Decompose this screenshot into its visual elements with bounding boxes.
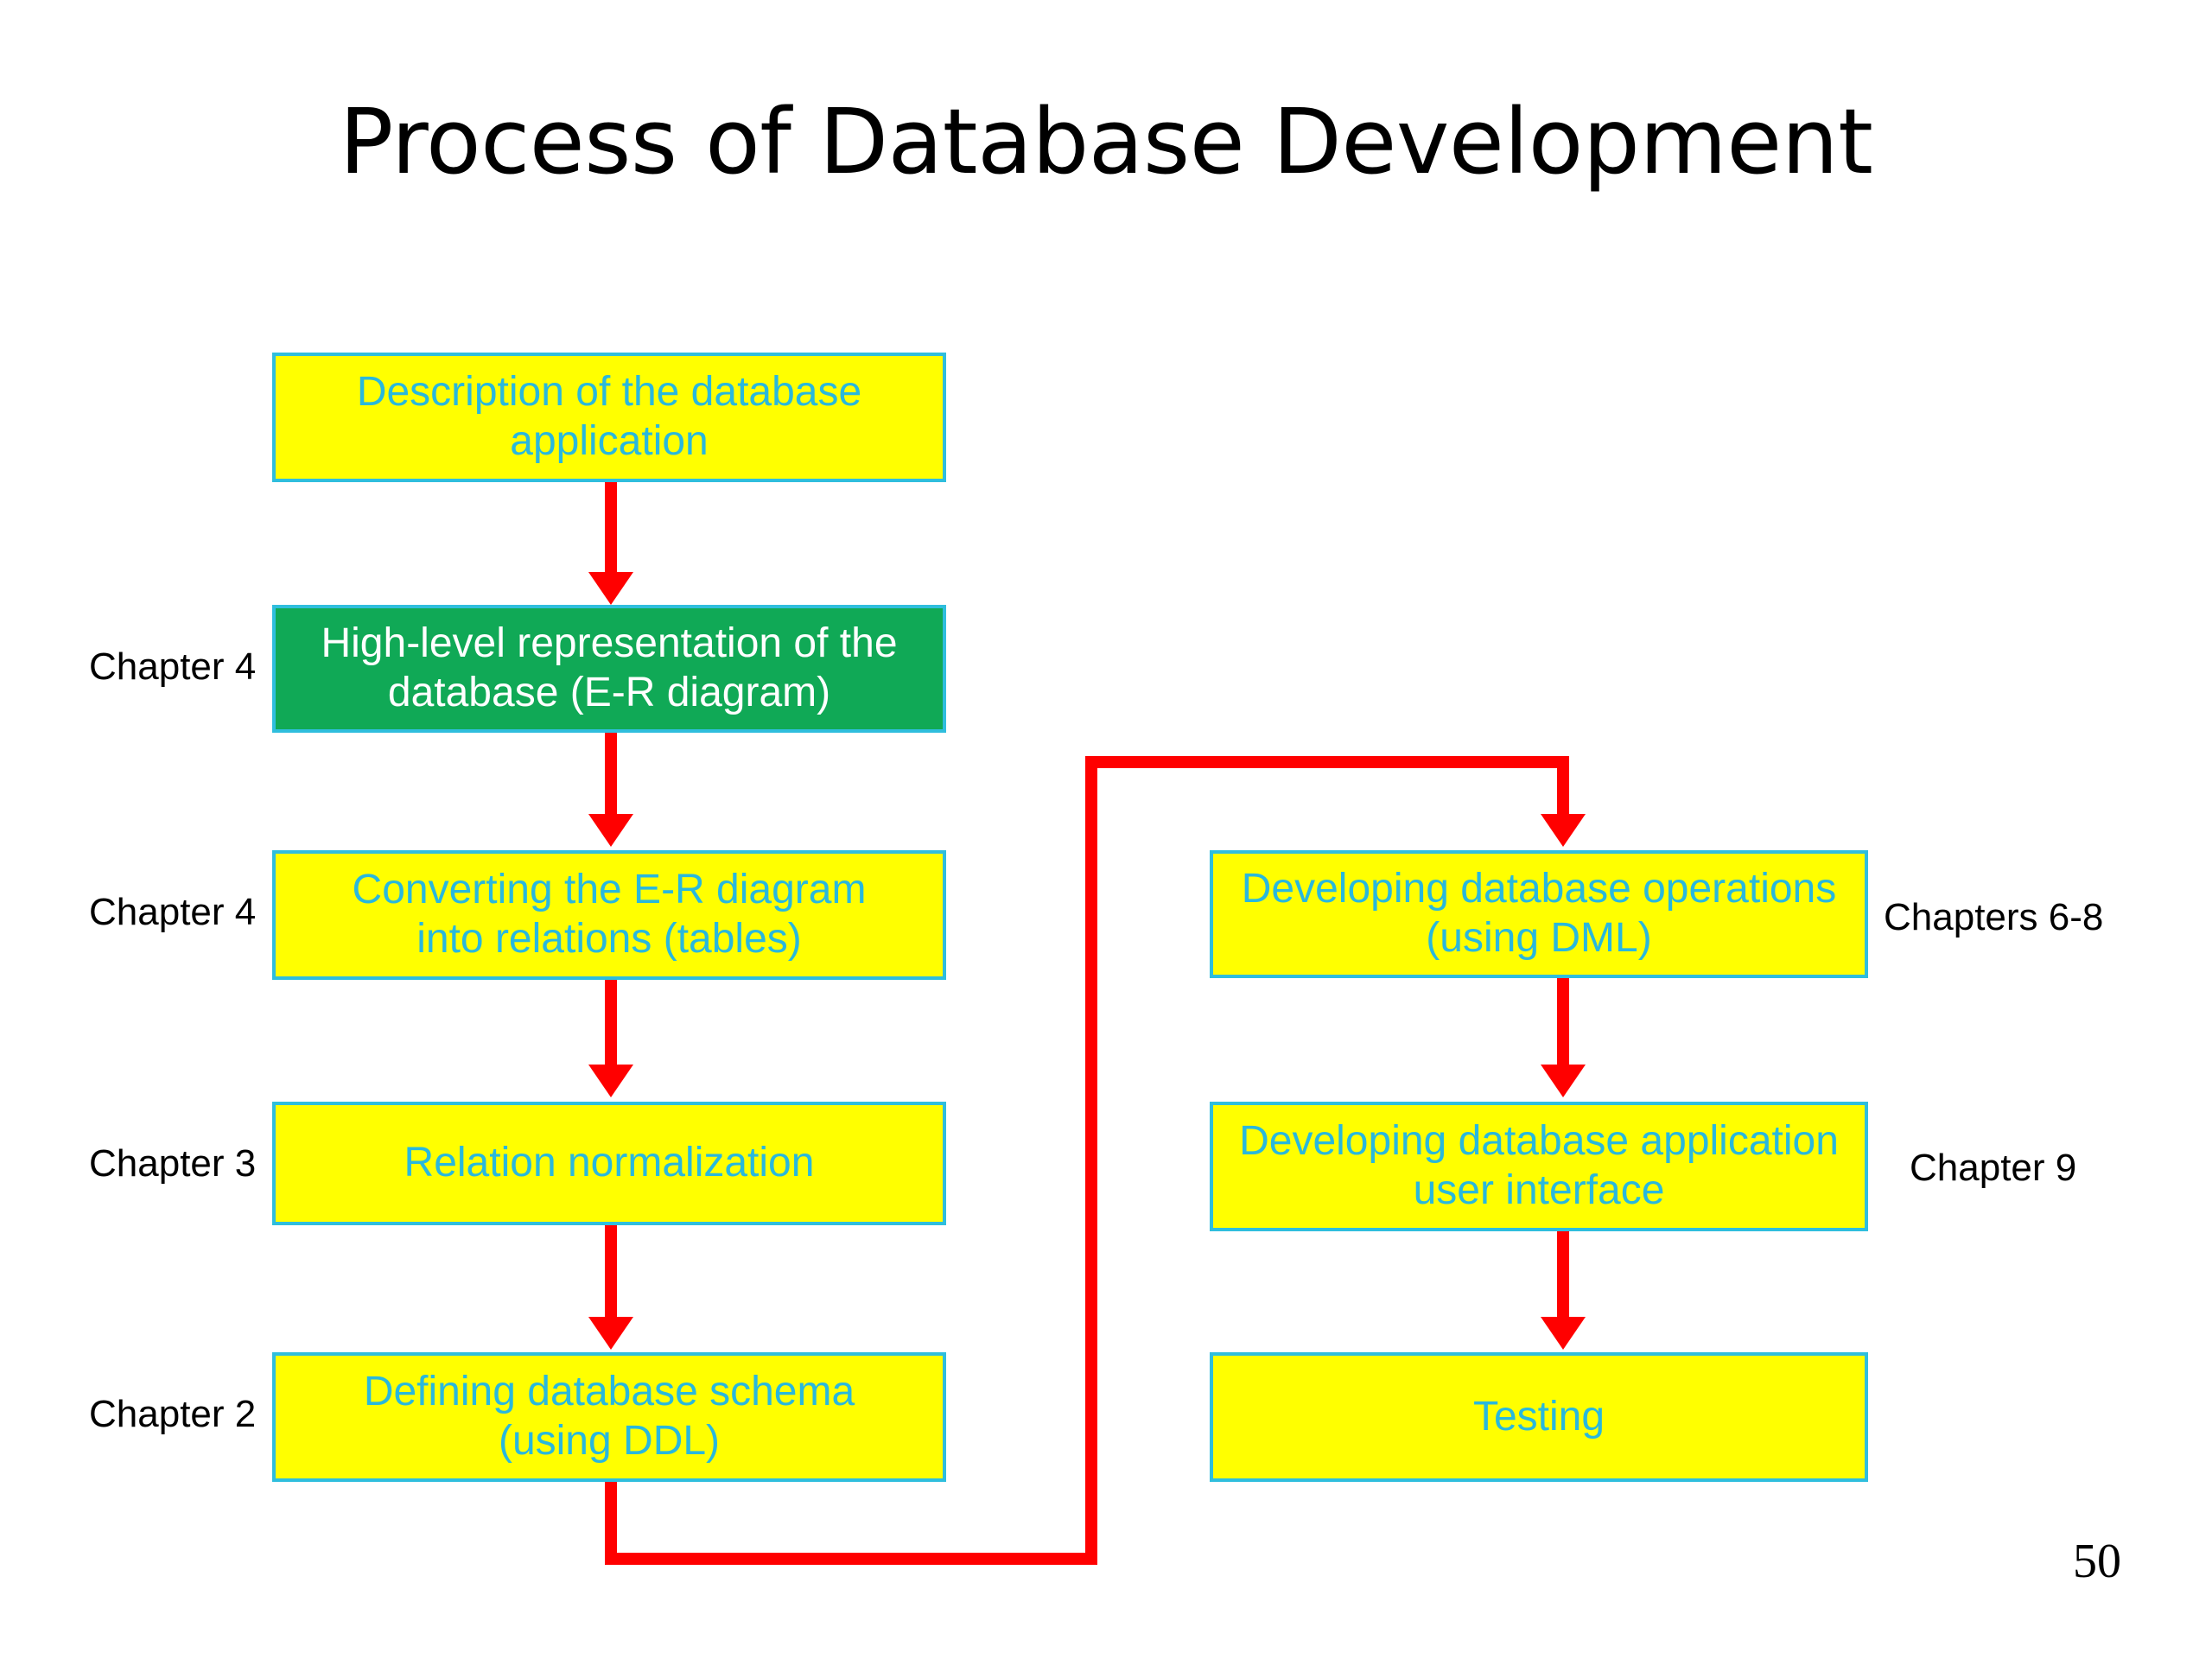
connector-operations-to-ui [1557,976,1569,1066]
arrow-head-normalization-to-schema [588,1317,633,1350]
flow-box-testing[interactable]: Testing [1210,1352,1868,1482]
page-number: 50 [2073,1535,2121,1588]
connector-converting-to-normalization [605,978,617,1066]
connector-normalization-to-schema [605,1224,617,1320]
flow-box-normalization[interactable]: Relation normalization [272,1102,946,1225]
flow-box-testing-label: Testing [1472,1393,1605,1440]
page-title: Process of Database Development [339,89,1873,194]
connector-schema-elbow-top [1085,756,1569,768]
chapter-label-converting: Chapter 4 [89,891,257,933]
connector-ui-to-testing [1557,1230,1569,1320]
chapter-label-er-diagram: Chapter 4 [89,645,257,688]
connector-description-to-er [605,480,617,575]
connector-schema-elbow-down [605,1480,617,1565]
arrow-head-converting-to-normalization [588,1065,633,1097]
flow-box-operations-label: Developing database operations(using DML… [1241,866,1837,961]
connector-schema-elbow-up [1085,756,1097,1558]
arrow-head-operations-to-ui [1541,1065,1586,1097]
chapter-label-user-interface: Chapter 9 [1910,1147,2077,1189]
flow-box-operations[interactable]: Developing database operations(using DML… [1210,850,1868,978]
flow-box-schema[interactable]: Defining database schema(using DDL) [272,1352,946,1482]
flow-box-normalization-label: Relation normalization [404,1140,815,1186]
arrow-head-ui-to-testing [1541,1317,1586,1350]
chapter-label-operations: Chapters 6-8 [1884,896,2104,938]
connector-schema-elbow-right [605,1553,1097,1565]
arrow-head-er-to-converting [588,814,633,847]
arrow-head-description-to-er [588,572,633,605]
connector-schema-elbow-drop [1557,756,1569,817]
chapter-label-schema: Chapter 2 [89,1393,257,1435]
chapter-label-normalization: Chapter 3 [89,1142,257,1185]
arrow-head-schema-to-operations [1541,814,1586,847]
flow-box-schema-label: Defining database schema(using DDL) [363,1369,855,1464]
connector-er-to-converting [605,731,617,817]
